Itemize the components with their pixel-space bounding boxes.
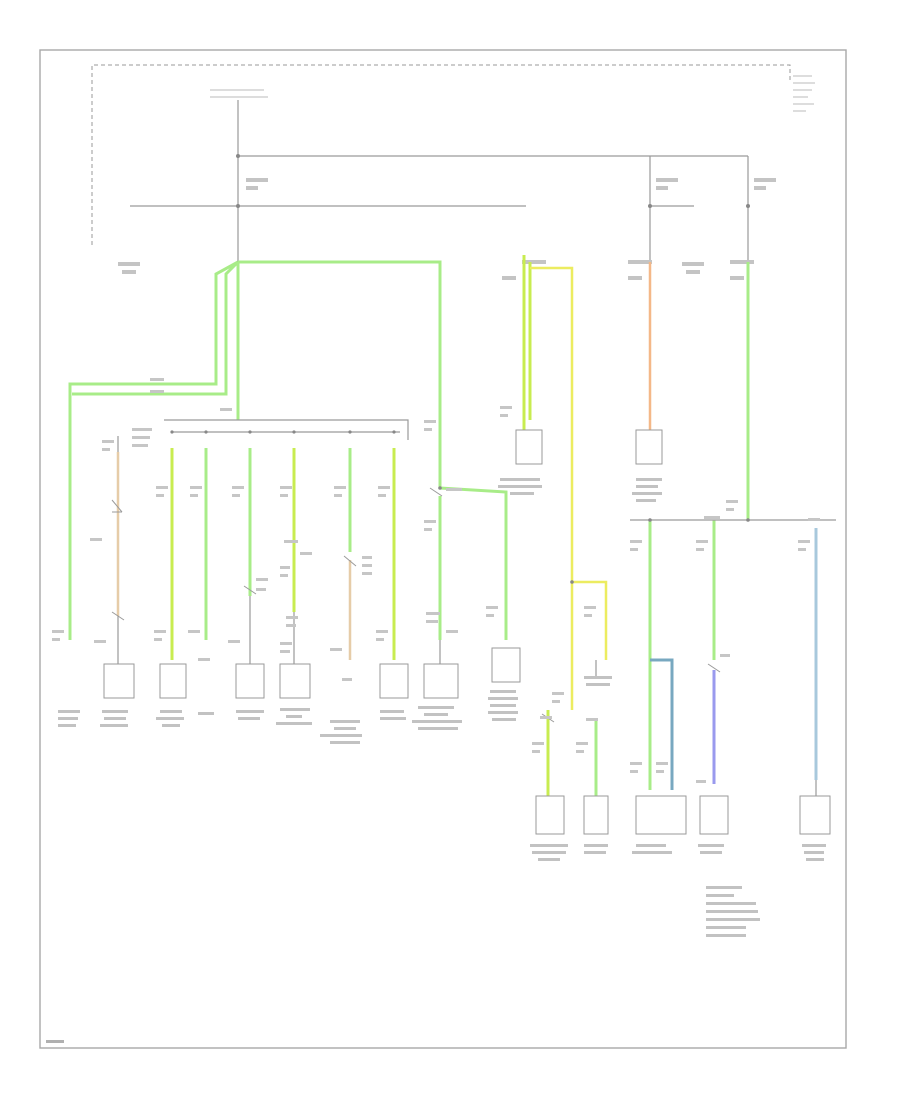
component-box xyxy=(635,795,687,835)
component-box xyxy=(699,795,729,835)
component-box xyxy=(159,663,187,699)
yellow-green-wires xyxy=(170,255,550,796)
header-note xyxy=(793,75,815,112)
wire-labels xyxy=(52,378,820,783)
component-box xyxy=(491,647,521,683)
orange-wires xyxy=(116,262,652,660)
splice-busses xyxy=(117,419,836,796)
component-box xyxy=(635,429,663,465)
component-captions xyxy=(58,478,826,861)
switch-symbols xyxy=(111,487,721,723)
diagram-border xyxy=(39,49,847,1049)
fuse-box-outline xyxy=(91,64,791,245)
main-feed xyxy=(130,89,750,262)
green-wires xyxy=(68,260,750,796)
components xyxy=(103,429,831,835)
yellow-wires xyxy=(530,266,608,710)
component-box xyxy=(515,429,543,465)
component-box xyxy=(379,663,409,699)
component-box xyxy=(235,663,265,699)
blue-wires xyxy=(650,528,818,790)
legend xyxy=(706,886,760,937)
component-box xyxy=(535,795,565,835)
page-tag xyxy=(46,1040,64,1043)
fuse-labels xyxy=(118,178,776,280)
component-box xyxy=(423,663,459,699)
component-box xyxy=(583,795,609,835)
component-box xyxy=(799,795,831,835)
component-box xyxy=(103,663,135,699)
component-box xyxy=(279,663,311,699)
